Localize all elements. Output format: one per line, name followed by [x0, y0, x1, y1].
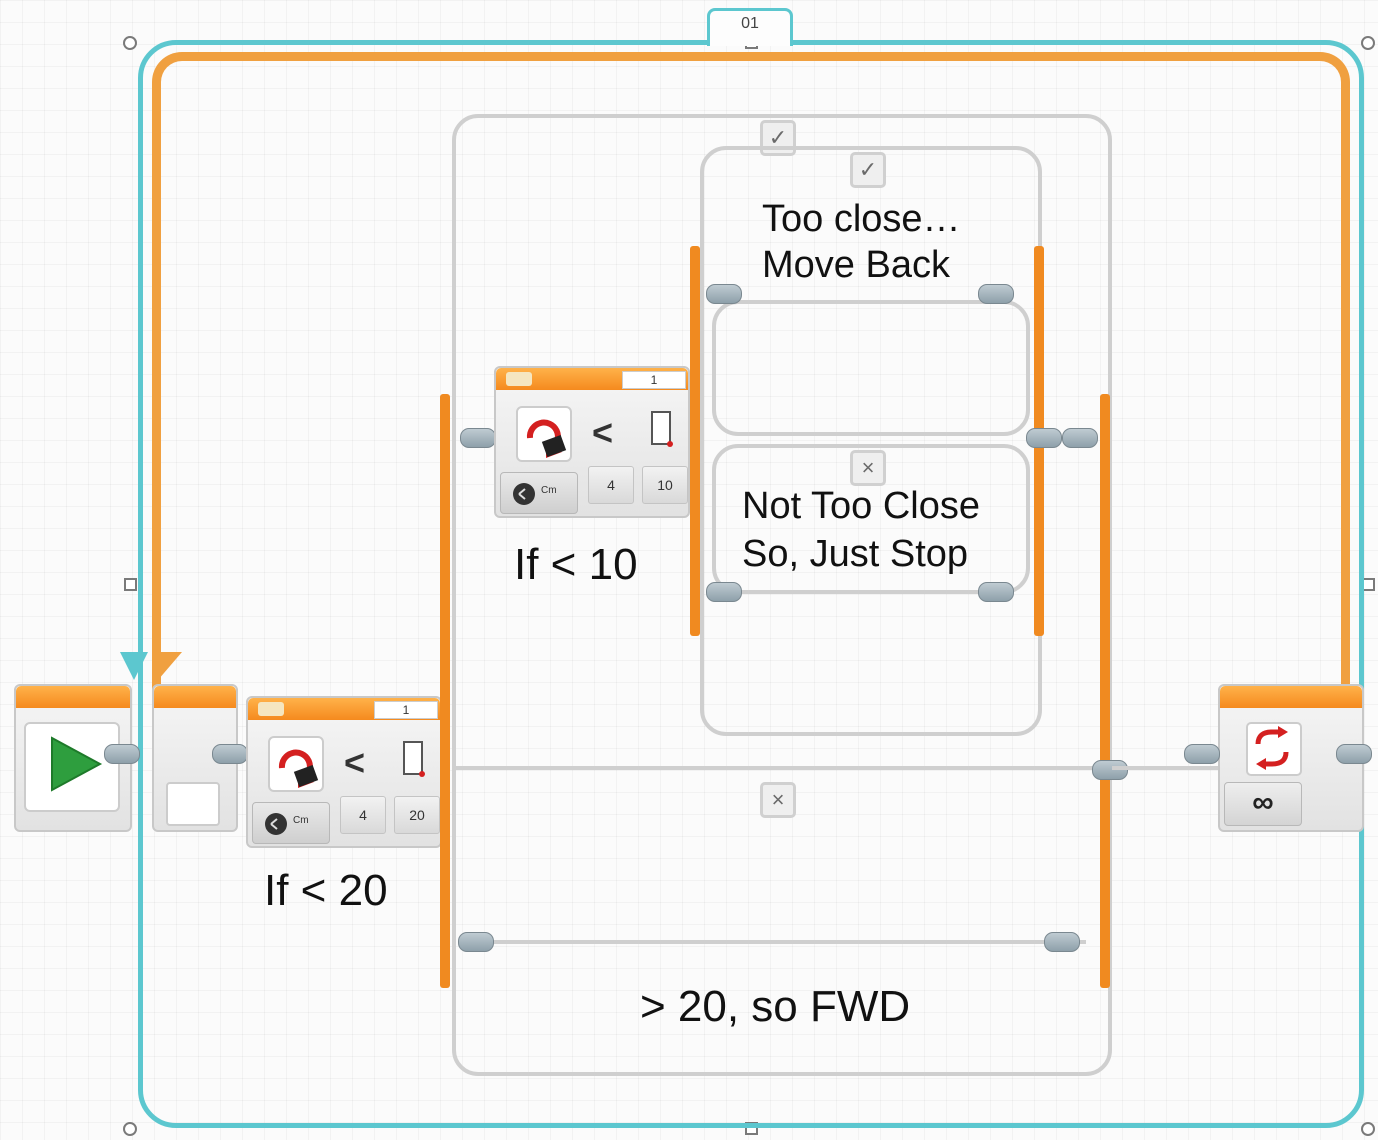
- case-port[interactable]: [458, 932, 494, 952]
- annotation-gt-20: > 20, so FWD: [640, 982, 911, 1031]
- case-port[interactable]: [1062, 428, 1098, 448]
- sensor-arrow-icon: [526, 419, 567, 458]
- switch-header: 1: [248, 698, 440, 720]
- ultrasonic-mode-icon: [513, 483, 535, 505]
- inner-false-case: [712, 444, 1030, 594]
- switch-header-value[interactable]: 1: [622, 371, 686, 389]
- sequence-port[interactable]: [212, 744, 248, 764]
- ultrasonic-switch-block-inner[interactable]: 1 < Cm 4 10: [494, 366, 690, 518]
- threshold-value[interactable]: 20: [394, 796, 440, 834]
- play-icon: [51, 736, 103, 792]
- switch-type-icon: [506, 372, 532, 386]
- false-case-tab[interactable]: ×: [760, 782, 796, 818]
- ultrasonic-sensor-icon[interactable]: [516, 406, 572, 462]
- sensor-mode-button[interactable]: Cm: [252, 802, 330, 844]
- compare-operator[interactable]: <: [592, 412, 614, 453]
- true-case-tab[interactable]: ✓: [760, 120, 796, 156]
- sequence-port[interactable]: [1336, 744, 1372, 764]
- false-case-wire: [470, 940, 1086, 944]
- port-selector[interactable]: 4: [588, 466, 634, 504]
- check-icon: ✓: [858, 157, 878, 182]
- loop-entry-tab: [166, 782, 220, 826]
- threshold-value[interactable]: 10: [642, 466, 688, 504]
- inner-true-case: [712, 300, 1030, 436]
- switch-wire-left: [440, 394, 450, 988]
- selection-handle[interactable]: [1361, 36, 1375, 50]
- switch-type-icon: [258, 702, 284, 716]
- case-port[interactable]: [706, 582, 742, 602]
- check-icon: ✓: [768, 125, 788, 150]
- case-port[interactable]: [978, 284, 1014, 304]
- loop-entry-header: [154, 686, 236, 708]
- sensor-arrow-icon: [278, 749, 319, 788]
- resize-handle[interactable]: [124, 578, 137, 591]
- loop-arrows-icon: [1255, 726, 1289, 770]
- false-case-tab[interactable]: ×: [850, 450, 886, 486]
- ultrasonic-sensor-icon[interactable]: [268, 736, 324, 792]
- annotation-not-too-close: Not Too Close So, Just Stop: [742, 485, 980, 575]
- switch-header-value[interactable]: 1: [374, 701, 438, 719]
- x-icon: ×: [771, 787, 785, 812]
- mode-label: Cm: [293, 815, 309, 826]
- selection-handle[interactable]: [123, 1122, 137, 1136]
- loop-mode-button[interactable]: [1246, 722, 1302, 776]
- start-block-header: [16, 686, 130, 708]
- sequence-port[interactable]: [1184, 744, 1220, 764]
- sequence-wire: [1112, 766, 1222, 770]
- case-port[interactable]: [706, 284, 742, 304]
- switch-header: 1: [496, 368, 688, 390]
- true-case-tab[interactable]: ✓: [850, 152, 886, 188]
- ultrasonic-mode-icon: [265, 813, 287, 835]
- port-selector[interactable]: 4: [340, 796, 386, 834]
- annotation-if-lt-20: If < 20: [264, 866, 388, 915]
- loop-name: 01: [741, 15, 759, 32]
- inner-switch-wire-left: [690, 246, 700, 636]
- case-divider: [456, 766, 1108, 770]
- sensor-mode-button[interactable]: Cm: [500, 472, 578, 514]
- case-port[interactable]: [1026, 428, 1062, 448]
- loop-end-header: [1220, 686, 1362, 708]
- ultrasonic-switch-block-outer[interactable]: 1 < Cm 4 20: [246, 696, 442, 848]
- outer-switch-frame: [452, 114, 1112, 1076]
- selection-handle[interactable]: [1361, 1122, 1375, 1136]
- x-icon: ×: [861, 455, 875, 480]
- loop-count-infinity[interactable]: ∞: [1224, 782, 1302, 826]
- mode-label: Cm: [541, 485, 557, 496]
- annotation-too-close: Too close… Move Back: [762, 198, 961, 286]
- sequence-wire: [152, 52, 1350, 712]
- threshold-input-icon: [651, 411, 673, 447]
- case-port[interactable]: [1092, 760, 1128, 780]
- threshold-input-icon: [403, 741, 425, 777]
- case-port[interactable]: [978, 582, 1014, 602]
- compare-operator[interactable]: <: [344, 742, 366, 783]
- loop-name-tab[interactable]: 01: [707, 8, 793, 46]
- annotation-if-lt-10: If < 10: [514, 540, 638, 589]
- selection-handle[interactable]: [123, 36, 137, 50]
- loop-start-marker-icon: [120, 652, 182, 680]
- sequence-port[interactable]: [104, 744, 140, 764]
- case-port[interactable]: [1044, 932, 1080, 952]
- switch-wire-right: [1100, 394, 1110, 988]
